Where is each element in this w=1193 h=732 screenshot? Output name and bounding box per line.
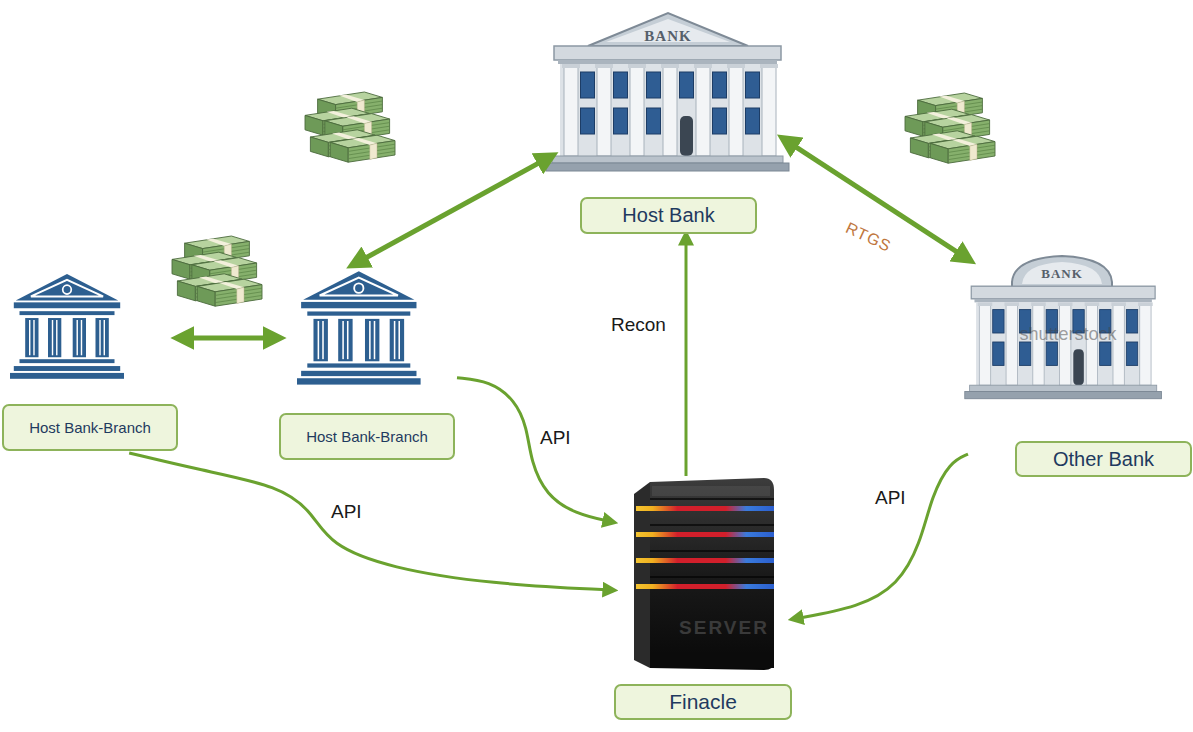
- server-illustration: [652, 486, 770, 496]
- money-illustration: [305, 92, 395, 162]
- node-label: Host Bank: [622, 204, 714, 227]
- connector-arrow: [180, 336, 277, 341]
- connector-group: [129, 140, 968, 619]
- node-label: Finacle: [669, 690, 737, 714]
- node-label: Other Bank: [1053, 448, 1154, 471]
- money-illustration: [172, 92, 995, 306]
- server-illustration: [650, 498, 774, 500]
- host-bank-illustration: [546, 13, 789, 171]
- node-label: Host Bank-Branch: [306, 428, 428, 445]
- money-illustration: [172, 236, 262, 306]
- connector-arrow: [129, 453, 612, 590]
- server-illustration: [636, 584, 774, 589]
- server-illustration: [650, 550, 774, 552]
- edge-label: API: [540, 428, 571, 447]
- server-illustration: [650, 576, 774, 578]
- connector-arrow: [457, 378, 612, 522]
- connector-arrow: [785, 140, 968, 259]
- connector-arrow: [794, 454, 968, 619]
- label-box: Finacle: [614, 684, 792, 720]
- server-mark: SERVER: [679, 618, 769, 637]
- server-illustration: [636, 532, 774, 537]
- connector-arrow: [355, 157, 550, 264]
- label-box: Host Bank-Branch: [2, 404, 178, 451]
- edge-label: API: [331, 502, 362, 521]
- watermark: shutterstock: [1019, 325, 1116, 343]
- branch-node: Host Bank-Branch: [0, 268, 180, 453]
- label-box: Host Bank: [580, 197, 757, 234]
- core-server-node: Finacle: [612, 476, 794, 722]
- server-illustration: [636, 558, 774, 563]
- label-box: Other Bank: [1015, 441, 1192, 477]
- other-bank-illustration: [965, 256, 1162, 399]
- edge-label: API: [875, 488, 906, 507]
- other-bank-illustration: [1022, 262, 1102, 284]
- edge-label: RTGS: [843, 220, 893, 255]
- connector-arrow: [685, 236, 688, 476]
- other-bank-node: Other Bank: [968, 252, 1193, 479]
- server-illustration: [634, 478, 774, 670]
- branch-illustration: [10, 274, 124, 379]
- building-sign: BANK: [1041, 267, 1083, 280]
- server-illustration: [650, 524, 774, 526]
- other-bank-illustration: [965, 286, 1162, 399]
- branch-illustration: [297, 271, 421, 384]
- label-box: Host Bank-Branch: [279, 413, 455, 460]
- branch-node: Host Bank-Branch: [277, 264, 457, 462]
- server-illustration: [650, 652, 774, 668]
- edge-label: Recon: [611, 315, 666, 334]
- building-sign: BANK: [644, 29, 691, 44]
- other-bank-illustration: [1012, 256, 1112, 287]
- host-bank-illustration: [588, 13, 748, 46]
- host-bank-illustration: [546, 46, 789, 171]
- money-illustration: [905, 93, 995, 163]
- node-label: Host Bank-Branch: [29, 419, 151, 436]
- server-illustration: [636, 506, 774, 511]
